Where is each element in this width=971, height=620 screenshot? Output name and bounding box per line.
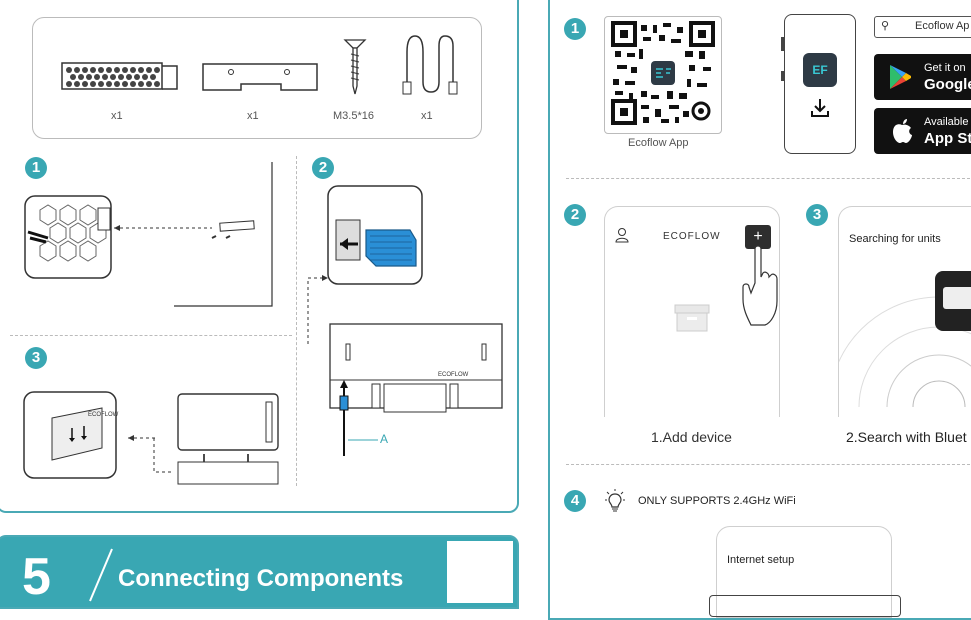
app-step-divider <box>566 178 970 179</box>
screw-icon <box>343 39 367 95</box>
app-step-divider-2 <box>566 464 970 465</box>
step-3-badge: 3 <box>25 347 47 369</box>
step3-brand-label: ECOFLOW <box>88 412 119 418</box>
part-3-qty: M3.5*16 <box>333 110 374 122</box>
phone-mock: EF <box>781 14 856 154</box>
search-text: Ecoflow Ap <box>915 20 970 32</box>
app-search-bar[interactable]: ⚲ Ecoflow Ap <box>874 16 971 38</box>
lightbulb-icon <box>605 489 625 512</box>
found-unit-thumbnail <box>935 271 971 331</box>
internet-setup-title: Internet setup <box>727 554 795 566</box>
app-store-line1: Available <box>924 116 969 128</box>
step-1-illustration <box>24 162 273 307</box>
search-units-caption: 2.Search with Bluet <box>846 429 967 445</box>
qr-code-icon <box>611 21 715 125</box>
mounting-plate-icon <box>202 63 318 91</box>
app-step-3-badge: 3 <box>806 204 828 226</box>
app-step-4-badge: 4 <box>564 490 586 512</box>
app-store-line2: App St <box>924 130 971 147</box>
device-brand-label: ECOFLOW <box>438 372 469 378</box>
phone-side-button <box>781 71 784 81</box>
qr-code-box <box>604 16 722 134</box>
part-4-qty: x1 <box>421 110 433 122</box>
cable-icon <box>402 35 458 95</box>
app-step-1-badge: 1 <box>564 18 586 40</box>
section-title: Connecting Components <box>118 565 404 592</box>
user-icon <box>615 228 629 243</box>
google-play-line1: Get it on <box>924 62 966 74</box>
step-1-badge: 1 <box>25 157 47 179</box>
search-units-screen: Searching for units <box>838 206 971 417</box>
section-slash <box>89 548 113 602</box>
section-number-slot <box>447 541 513 603</box>
step-3-illustration: ECOFLOW <box>23 391 279 485</box>
phone-side-button <box>781 37 784 51</box>
step-2-illustration: ECOFLOW <box>307 185 503 456</box>
app-step-2-badge: 2 <box>564 204 586 226</box>
search-icon: ⚲ <box>881 20 890 32</box>
app-logo-icon: EF <box>803 53 837 87</box>
google-play-icon <box>890 65 911 89</box>
pointing-hand-icon <box>742 245 778 326</box>
add-device-caption: 1.Add device <box>651 429 732 445</box>
apple-icon <box>893 119 912 143</box>
add-device-screen: ECOFLOW + <box>604 206 780 417</box>
app-store-badge[interactable]: Available App St <box>874 108 971 154</box>
parts-box: x1 x1 M3.5*16 x1 <box>32 17 482 139</box>
internet-setup-screen: Internet setup <box>709 526 901 618</box>
google-play-line2: Google <box>924 76 971 93</box>
wifi-note: ONLY SUPPORTS 2.4GHz WiFi <box>638 495 796 507</box>
section-number: 5 <box>22 548 51 606</box>
cable-callout-a: A <box>380 432 389 446</box>
search-units-title: Searching for units <box>849 233 941 245</box>
step-divider-vertical <box>296 156 297 486</box>
hex-bracket-icon <box>61 62 178 90</box>
unit-image <box>943 287 971 309</box>
download-icon <box>811 99 829 117</box>
wifi-input-field[interactable] <box>709 595 901 617</box>
device-box-icon <box>674 304 710 332</box>
step-2-badge: 2 <box>312 157 334 179</box>
part-1-qty: x1 <box>111 110 123 122</box>
add-device-brand: ECOFLOW <box>663 231 721 242</box>
add-device-plus-button[interactable]: + <box>745 225 771 249</box>
section-5-header: 5 Connecting Components <box>0 535 519 609</box>
step-divider-horizontal <box>10 335 292 336</box>
qr-caption: Ecoflow App <box>628 137 689 149</box>
part-2-qty: x1 <box>247 110 259 122</box>
google-play-badge[interactable]: Get it on Google <box>874 54 971 100</box>
